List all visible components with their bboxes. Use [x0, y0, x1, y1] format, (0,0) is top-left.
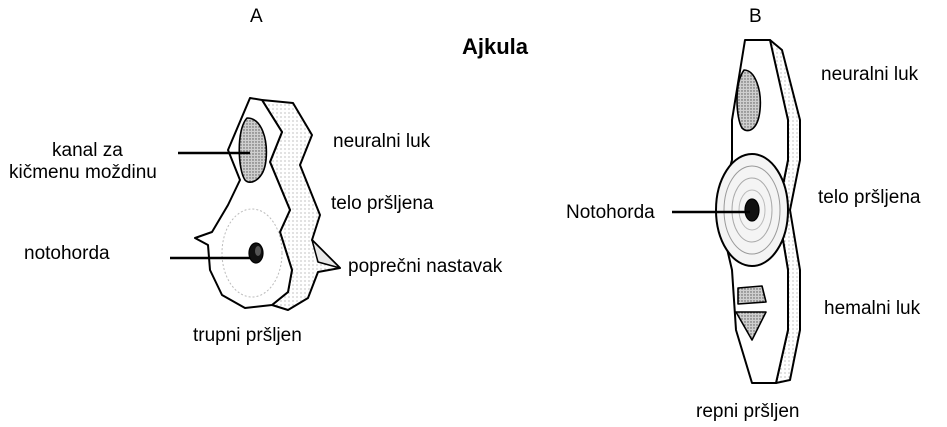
label-notohorda-a: notohorda [24, 243, 110, 264]
label-neuralni-luk-a: neuralni luk [333, 131, 431, 152]
caudal-notochord [744, 198, 760, 222]
label-telo-prsljena-a: telo pršljena [331, 193, 434, 214]
label-neuralni-luk-b: neuralni luk [821, 64, 919, 85]
caudal-hemal-canal [737, 285, 767, 305]
figure-title: Ajkula [462, 34, 529, 59]
label-kanal-line1: kanal za [52, 140, 123, 161]
caudal-vertebra-drawing [715, 39, 801, 384]
label-notohorda-b: Notohorda [566, 202, 655, 223]
trunk-vertebra-drawing [194, 97, 341, 311]
label-kanal-line2: kičmenu moždinu [9, 162, 157, 183]
caption-trupni-prsljen: trupni pršljen [193, 325, 302, 346]
trunk-vertebra-front [194, 97, 293, 309]
label-hemalni-luk: hemalni luk [824, 298, 921, 319]
trunk-neural-canal [238, 117, 268, 184]
caption-repni-prsljen: repni pršljen [696, 401, 800, 422]
label-poprecni-nastavak: poprečni nastavak [348, 256, 503, 277]
caudal-neural-canal [736, 69, 762, 132]
label-telo-prsljena-b: telo pršljena [818, 187, 921, 208]
panel-b-letter: B [749, 6, 762, 27]
panel-a-letter: A [250, 6, 263, 27]
